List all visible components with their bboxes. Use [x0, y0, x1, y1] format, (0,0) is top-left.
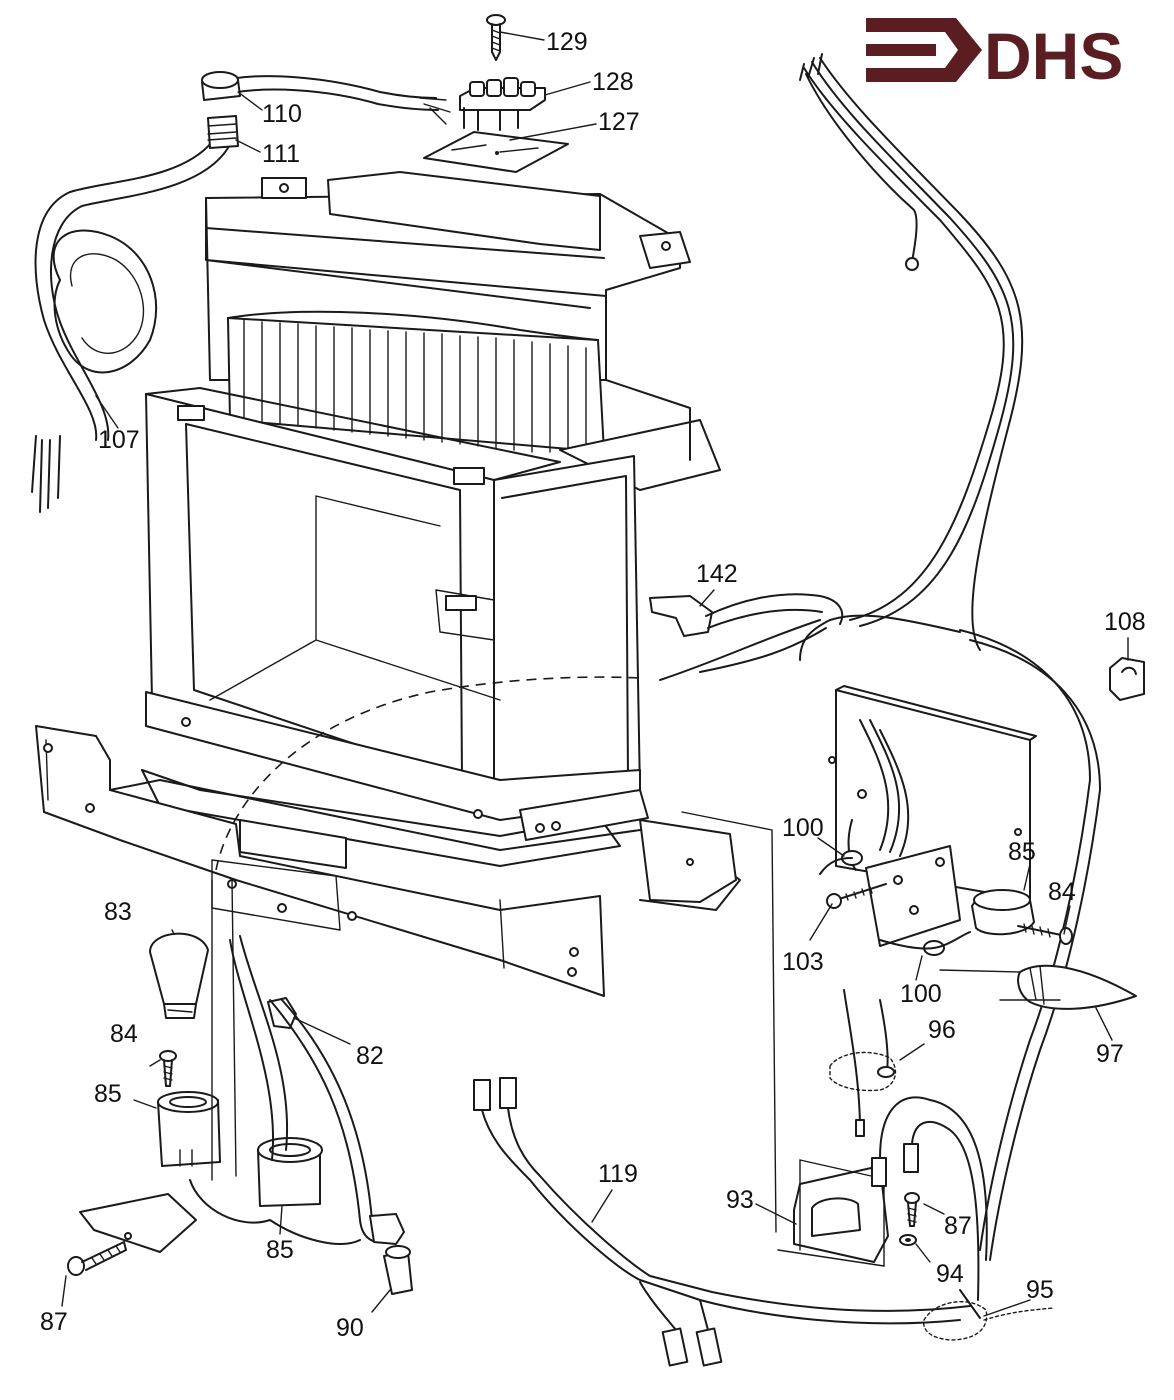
part-label-128: 128	[592, 68, 634, 96]
part-label-82: 82	[356, 1042, 384, 1070]
part-label-127: 127	[598, 108, 640, 136]
part-label-84-right: 84	[1048, 878, 1076, 906]
part-label-90: 90	[336, 1314, 364, 1342]
screw-84-right	[1017, 923, 1073, 945]
terminal-block-128	[459, 77, 546, 131]
control-panel	[828, 685, 1037, 947]
connectors-right	[871, 1096, 988, 1301]
harness-clip-142	[649, 593, 844, 637]
part-label-100-lower: 100	[900, 980, 942, 1008]
main-frame	[141, 387, 649, 867]
screw-129	[486, 14, 506, 61]
lampholder-85-bottom	[257, 1137, 323, 1207]
part-label-85-bottom: 85	[266, 1236, 294, 1264]
rating-plate-127	[423, 131, 569, 173]
mains-cable-107	[31, 75, 451, 513]
bulb-97	[1017, 964, 1137, 1010]
harness-119	[473, 1077, 971, 1367]
part-label-110: 110	[262, 100, 302, 128]
part-label-129: 129	[546, 28, 588, 56]
gland-111	[207, 115, 239, 149]
chain-95	[923, 1289, 1055, 1341]
washer-94	[899, 1234, 917, 1246]
wiring-loom	[659, 53, 1101, 1261]
connector-90	[369, 1213, 413, 1295]
lamp-wires	[189, 879, 391, 1245]
grommet-100-lower	[879, 931, 971, 956]
ignition-unit-93	[777, 1159, 889, 1267]
reference-lines	[681, 811, 1061, 1233]
screw-84-left	[159, 1050, 177, 1087]
lampholder-85-right	[971, 889, 1035, 936]
dhs-logo-bar	[866, 44, 936, 56]
part-label-96: 96	[928, 1016, 956, 1044]
part-label-108: 108	[1104, 608, 1146, 636]
dhs-logo-text: DHS	[984, 19, 1123, 93]
cover-plate	[79, 1193, 197, 1253]
part-label-107: 107	[98, 426, 140, 454]
part-label-83: 83	[104, 898, 132, 926]
clip-108	[1109, 657, 1145, 701]
screw-87-left	[67, 1241, 127, 1276]
part-label-84-left: 84	[110, 1020, 138, 1048]
part-label-87-left: 87	[40, 1308, 68, 1336]
base-chassis	[35, 676, 741, 997]
chain-96	[829, 989, 897, 1137]
part-label-142: 142	[696, 560, 738, 588]
grommet-100-upper	[819, 850, 863, 875]
part-labels: 129 128 127 110 111 107 142 108 100 85 8…	[40, 28, 1146, 1342]
part-label-85-right: 85	[1008, 838, 1036, 866]
bulb-83	[149, 932, 209, 1019]
part-label-85-left: 85	[94, 1080, 122, 1108]
part-label-95: 95	[1026, 1276, 1054, 1304]
gland-110	[201, 71, 241, 101]
part-label-111: 111	[262, 140, 300, 168]
lampholder-85-left	[157, 1091, 221, 1167]
screw-87-right	[904, 1192, 920, 1227]
screw-103	[826, 883, 887, 909]
part-label-97: 97	[1096, 1040, 1124, 1068]
dhs-logo-mark	[866, 18, 982, 82]
part-label-100-upper: 100	[782, 814, 824, 842]
part-label-93: 93	[726, 1186, 754, 1214]
dhs-logo: DHS	[866, 18, 1123, 93]
part-label-87-right: 87	[944, 1212, 972, 1240]
part-label-119: 119	[598, 1160, 638, 1188]
part-label-103: 103	[782, 948, 824, 976]
leader-lines	[61, 31, 1129, 1317]
part-label-94: 94	[936, 1260, 964, 1288]
